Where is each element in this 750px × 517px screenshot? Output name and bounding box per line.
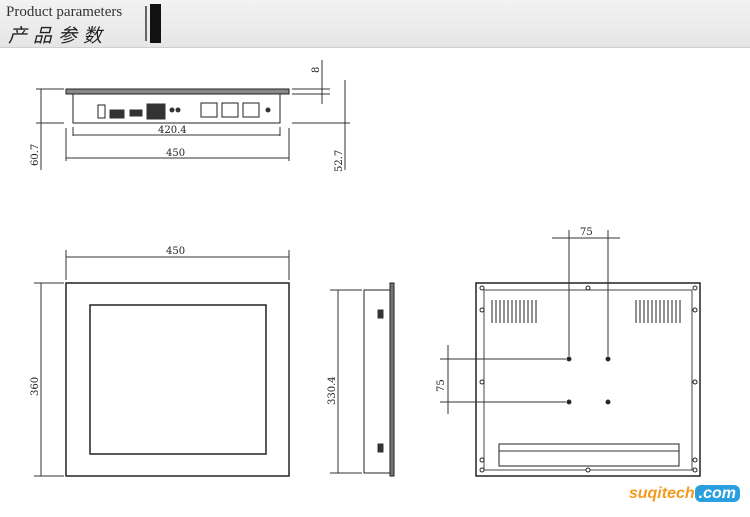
- top-view: [36, 60, 350, 170]
- dim-front-width: 450: [166, 246, 185, 257]
- front-screen: [89, 304, 267, 455]
- top-view-outline: [65, 88, 290, 95]
- side-clip-top: [377, 309, 384, 319]
- io-jack-2: [175, 107, 181, 113]
- page-title-english: Product parameters: [6, 4, 123, 20]
- front-bezel: [65, 282, 290, 477]
- back-view: [440, 230, 701, 477]
- header-divider-thick: [150, 4, 161, 43]
- io-port-2: [109, 109, 125, 119]
- dim-back-hole-h: 75: [580, 227, 593, 238]
- page-title-chinese: 产品参数: [8, 25, 109, 47]
- side-clip-bottom: [377, 443, 384, 453]
- usb-3: [242, 102, 260, 118]
- watermark-domain: .com: [694, 485, 740, 502]
- dim-back-hole-v: 75: [436, 379, 447, 392]
- side-body: [363, 289, 391, 474]
- back-outline: [475, 282, 701, 477]
- dim-front-height: 360: [30, 377, 41, 396]
- watermark: suqitech.com: [629, 485, 740, 503]
- dim-side-height: 330.4: [327, 376, 338, 405]
- dim-top-width: 450: [166, 148, 185, 159]
- side-view: [330, 282, 395, 477]
- dim-top-depth-left: 60.7: [30, 144, 41, 166]
- back-inner: [483, 289, 693, 471]
- io-port-1: [97, 104, 106, 119]
- dim-top-thickness: 8: [311, 67, 322, 73]
- io-port-3: [129, 109, 143, 117]
- watermark-name: suqitech: [628, 485, 695, 502]
- dim-top-depth-right: 52.7: [334, 150, 345, 172]
- io-jack-1: [169, 107, 175, 113]
- side-bezel: [389, 282, 395, 477]
- back-io-strip: [498, 443, 680, 467]
- front-view: [34, 250, 290, 477]
- io-port-4: [146, 103, 166, 120]
- io-jack-3: [265, 107, 271, 113]
- header-divider-thin: [145, 6, 147, 41]
- page-header: Product parameters 产品参数: [0, 0, 750, 48]
- dim-top-io-width: 420.4: [158, 125, 187, 136]
- usb-1: [200, 102, 218, 118]
- usb-2: [221, 102, 239, 118]
